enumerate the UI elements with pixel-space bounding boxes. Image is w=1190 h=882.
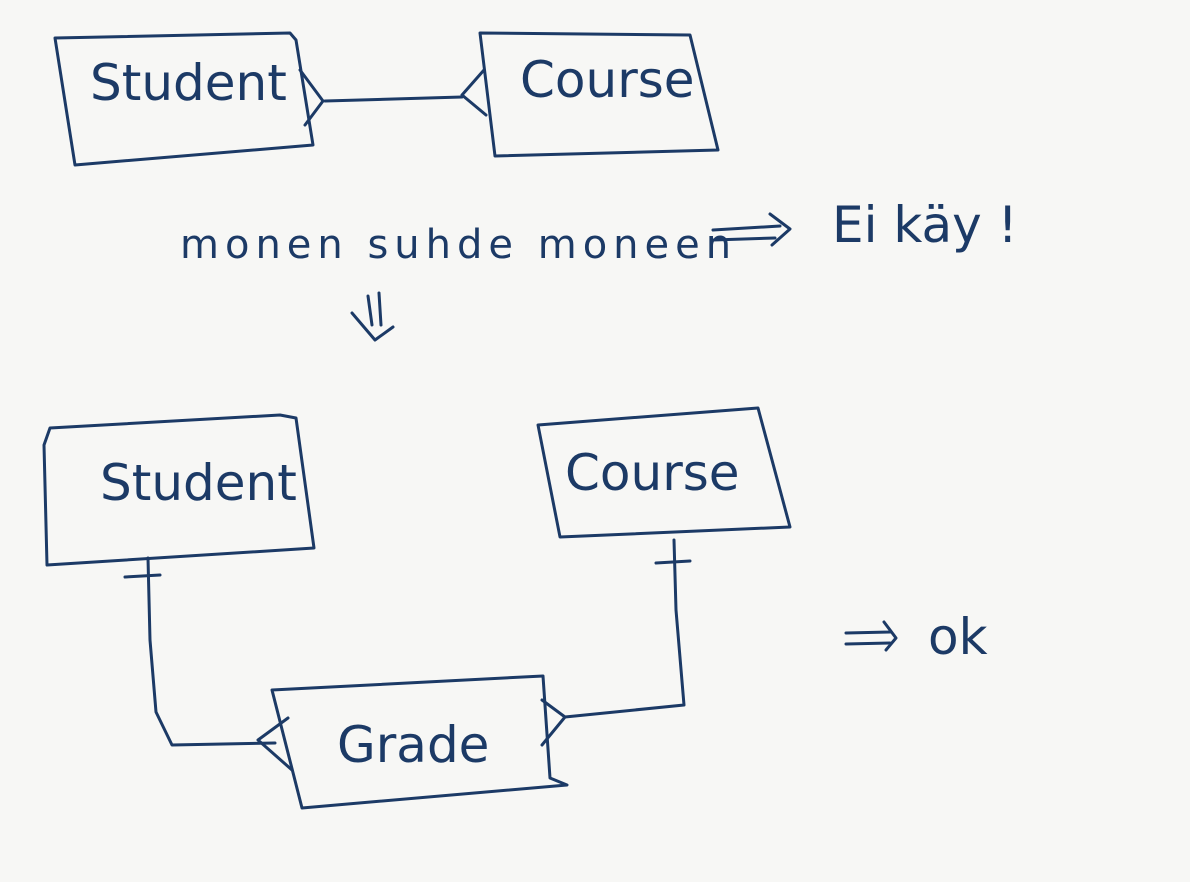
bottom-student-box (42, 413, 316, 567)
grade-course-crowsfoot (540, 698, 567, 747)
top-student-crowsfoot (298, 68, 325, 127)
top-student-label: Student (90, 54, 287, 112)
top-course-crowsfoot (460, 68, 488, 117)
course-grade-line (563, 538, 686, 719)
top-relationship-line (323, 95, 464, 103)
bottom-course-label: Course (565, 444, 740, 502)
top-course-box (478, 31, 720, 158)
grade-box (270, 674, 569, 810)
student-one-marker (123, 573, 162, 579)
ok-arrow-shape (844, 620, 898, 652)
bottom-student-label: Student (100, 454, 297, 512)
student-grade-line (146, 556, 277, 747)
note-arrow-shape (711, 212, 792, 247)
down-arrow-shape (350, 291, 395, 342)
top-student-box (53, 31, 315, 167)
course-one-marker (654, 559, 692, 565)
grade-student-crowsfoot (256, 716, 294, 772)
ok-verdict: ok (928, 608, 988, 666)
grade-label: Grade (337, 716, 490, 774)
bottom-course-box (536, 406, 792, 539)
top-course-label: Course (520, 51, 695, 109)
note-text: monen suhde moneen (180, 222, 738, 268)
note-verdict: Ei käy ! (832, 196, 1018, 254)
